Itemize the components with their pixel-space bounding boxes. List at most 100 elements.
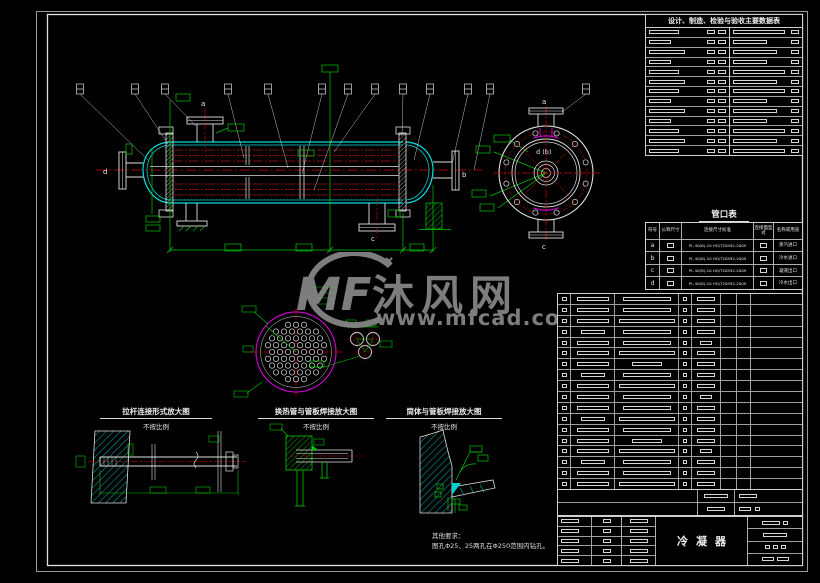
nozzle-b-label: b: [462, 171, 467, 179]
nozzle-size-cell: [660, 252, 682, 264]
drawing-title-cell: 冷凝器: [656, 517, 748, 565]
end-view: [494, 106, 600, 240]
nozzle-table-header-row: 符号 公称尺寸 连接尺寸标准 连接面型式 名称或用途: [646, 223, 802, 239]
detail-scale-note: 不按比例: [303, 423, 329, 431]
table-row: [646, 48, 729, 58]
table-row: [730, 97, 802, 107]
parts-list-row: [558, 446, 802, 458]
parts-list-row: [558, 402, 802, 414]
table-row: [748, 529, 802, 542]
nozzle-row-c: c PL 40(B)-10 HG/T20592-2009 凝液出口: [646, 263, 802, 277]
table-row: [748, 517, 802, 530]
note-line: 图孔Φ25、25两孔在Φ250范围内钻孔。: [432, 542, 550, 551]
column-header: 公称尺寸: [660, 223, 682, 239]
parts-list-row: [558, 337, 802, 349]
detail-tie-rod-drawing: [75, 430, 246, 504]
table-row: [730, 77, 802, 88]
end-view-center-label: d (b): [536, 148, 551, 156]
table-row: [622, 546, 655, 557]
table-row: [622, 527, 655, 537]
note-heading: 其他要求：: [432, 532, 465, 540]
design-data-table-right: [730, 28, 802, 155]
drawing-frame: [36, 11, 808, 572]
table-row: [730, 58, 802, 68]
table-row: [730, 48, 802, 58]
signature-band: [557, 490, 803, 516]
nozzle-c: [358, 203, 396, 232]
table-row: [646, 146, 729, 155]
column-header: 连接尺寸标准: [682, 223, 754, 239]
column-header: 名称或用途: [776, 228, 800, 234]
main-view: [96, 108, 482, 240]
tube-sheets: [158, 126, 411, 218]
nozzle-row-a: a PL 40(B)-10 HG/T20592-2009 蒸汽进口: [646, 238, 802, 252]
table-row: [646, 97, 729, 107]
nozzle-size-cell: [660, 277, 682, 290]
parts-list-table: [557, 293, 803, 490]
nozzle-face-cell: [754, 252, 774, 264]
table-row: [622, 556, 655, 565]
baffles: [150, 146, 399, 199]
nozzle-size-cell: [660, 264, 682, 277]
detail-scale-note: 不按比例: [431, 423, 457, 431]
column-header: 连接面型式: [754, 223, 774, 239]
title-block-dates: [622, 517, 656, 565]
nozzle-a-label: a: [201, 100, 205, 108]
parts-list-row: [558, 348, 802, 360]
nozzle-symbol: c: [646, 264, 660, 277]
table-row: [730, 38, 802, 48]
part-balloons: [76, 83, 590, 191]
nozzle-c-label: c: [371, 235, 375, 243]
nozzle-standard: PL 40(B)-10 HG/T20592-2009: [682, 264, 754, 277]
parts-list-row: [558, 315, 802, 327]
nozzle-face-cell: [754, 239, 774, 252]
parts-list-row: [558, 370, 802, 382]
detail-scale-note: 不按比例: [143, 423, 169, 431]
table-row: [748, 542, 802, 554]
table-row: [646, 28, 729, 38]
tube-sheet-dims: [233, 305, 297, 398]
nozzle-face-cell: [754, 277, 774, 290]
table-row: [558, 503, 802, 515]
detail-title: 筒体与管板焊接放大图: [386, 406, 502, 419]
table-row: [646, 38, 729, 48]
end-view-nozzles: [528, 107, 564, 239]
parts-list-row: [558, 326, 802, 338]
table-row: [558, 517, 621, 527]
table-row: [622, 537, 655, 547]
parts-list-row: [558, 424, 802, 436]
saddle-support: [176, 203, 208, 227]
detail-title-tube-weld: 换热管与管板焊接放大图 不按比例: [258, 406, 374, 431]
end-support: [425, 202, 443, 230]
parts-list-row: [558, 435, 802, 447]
table-row: [730, 146, 802, 155]
nozzle-table-title-text: 管口表: [699, 210, 749, 222]
title-block-signatures: [558, 517, 622, 565]
nozzle-row-b: b PL 40(B)-10 HG/T20592-2009 冷水进口: [646, 251, 802, 264]
parts-list-row: [558, 468, 802, 480]
tube-bundle: [173, 149, 399, 196]
parts-list-row: [558, 359, 802, 371]
table-row: [558, 556, 621, 565]
nozzle-face-cell: [754, 264, 774, 277]
parts-list-row: [558, 294, 802, 305]
parts-list-row: [558, 304, 802, 316]
nozzle-b: [433, 150, 460, 191]
table-row: [730, 136, 802, 147]
table-row: [730, 126, 802, 137]
table-row: [748, 554, 802, 565]
table-row: [730, 67, 802, 78]
nozzle-d: [118, 151, 143, 190]
drawing-title: 冷凝器: [677, 535, 734, 548]
nozzle-d-label: d: [103, 168, 107, 176]
nozzle-standard: PL 40(B)-10 HG/T20592-2009: [682, 277, 754, 290]
nozzle-symbol: a: [646, 239, 660, 252]
parts-list-row: [558, 457, 802, 469]
table-row: [646, 67, 729, 78]
parts-list-row: [558, 392, 802, 403]
nozzle-name: 冷水出口: [779, 281, 797, 287]
table-row: [558, 546, 621, 557]
end-view-bottom-label: c: [542, 243, 546, 251]
